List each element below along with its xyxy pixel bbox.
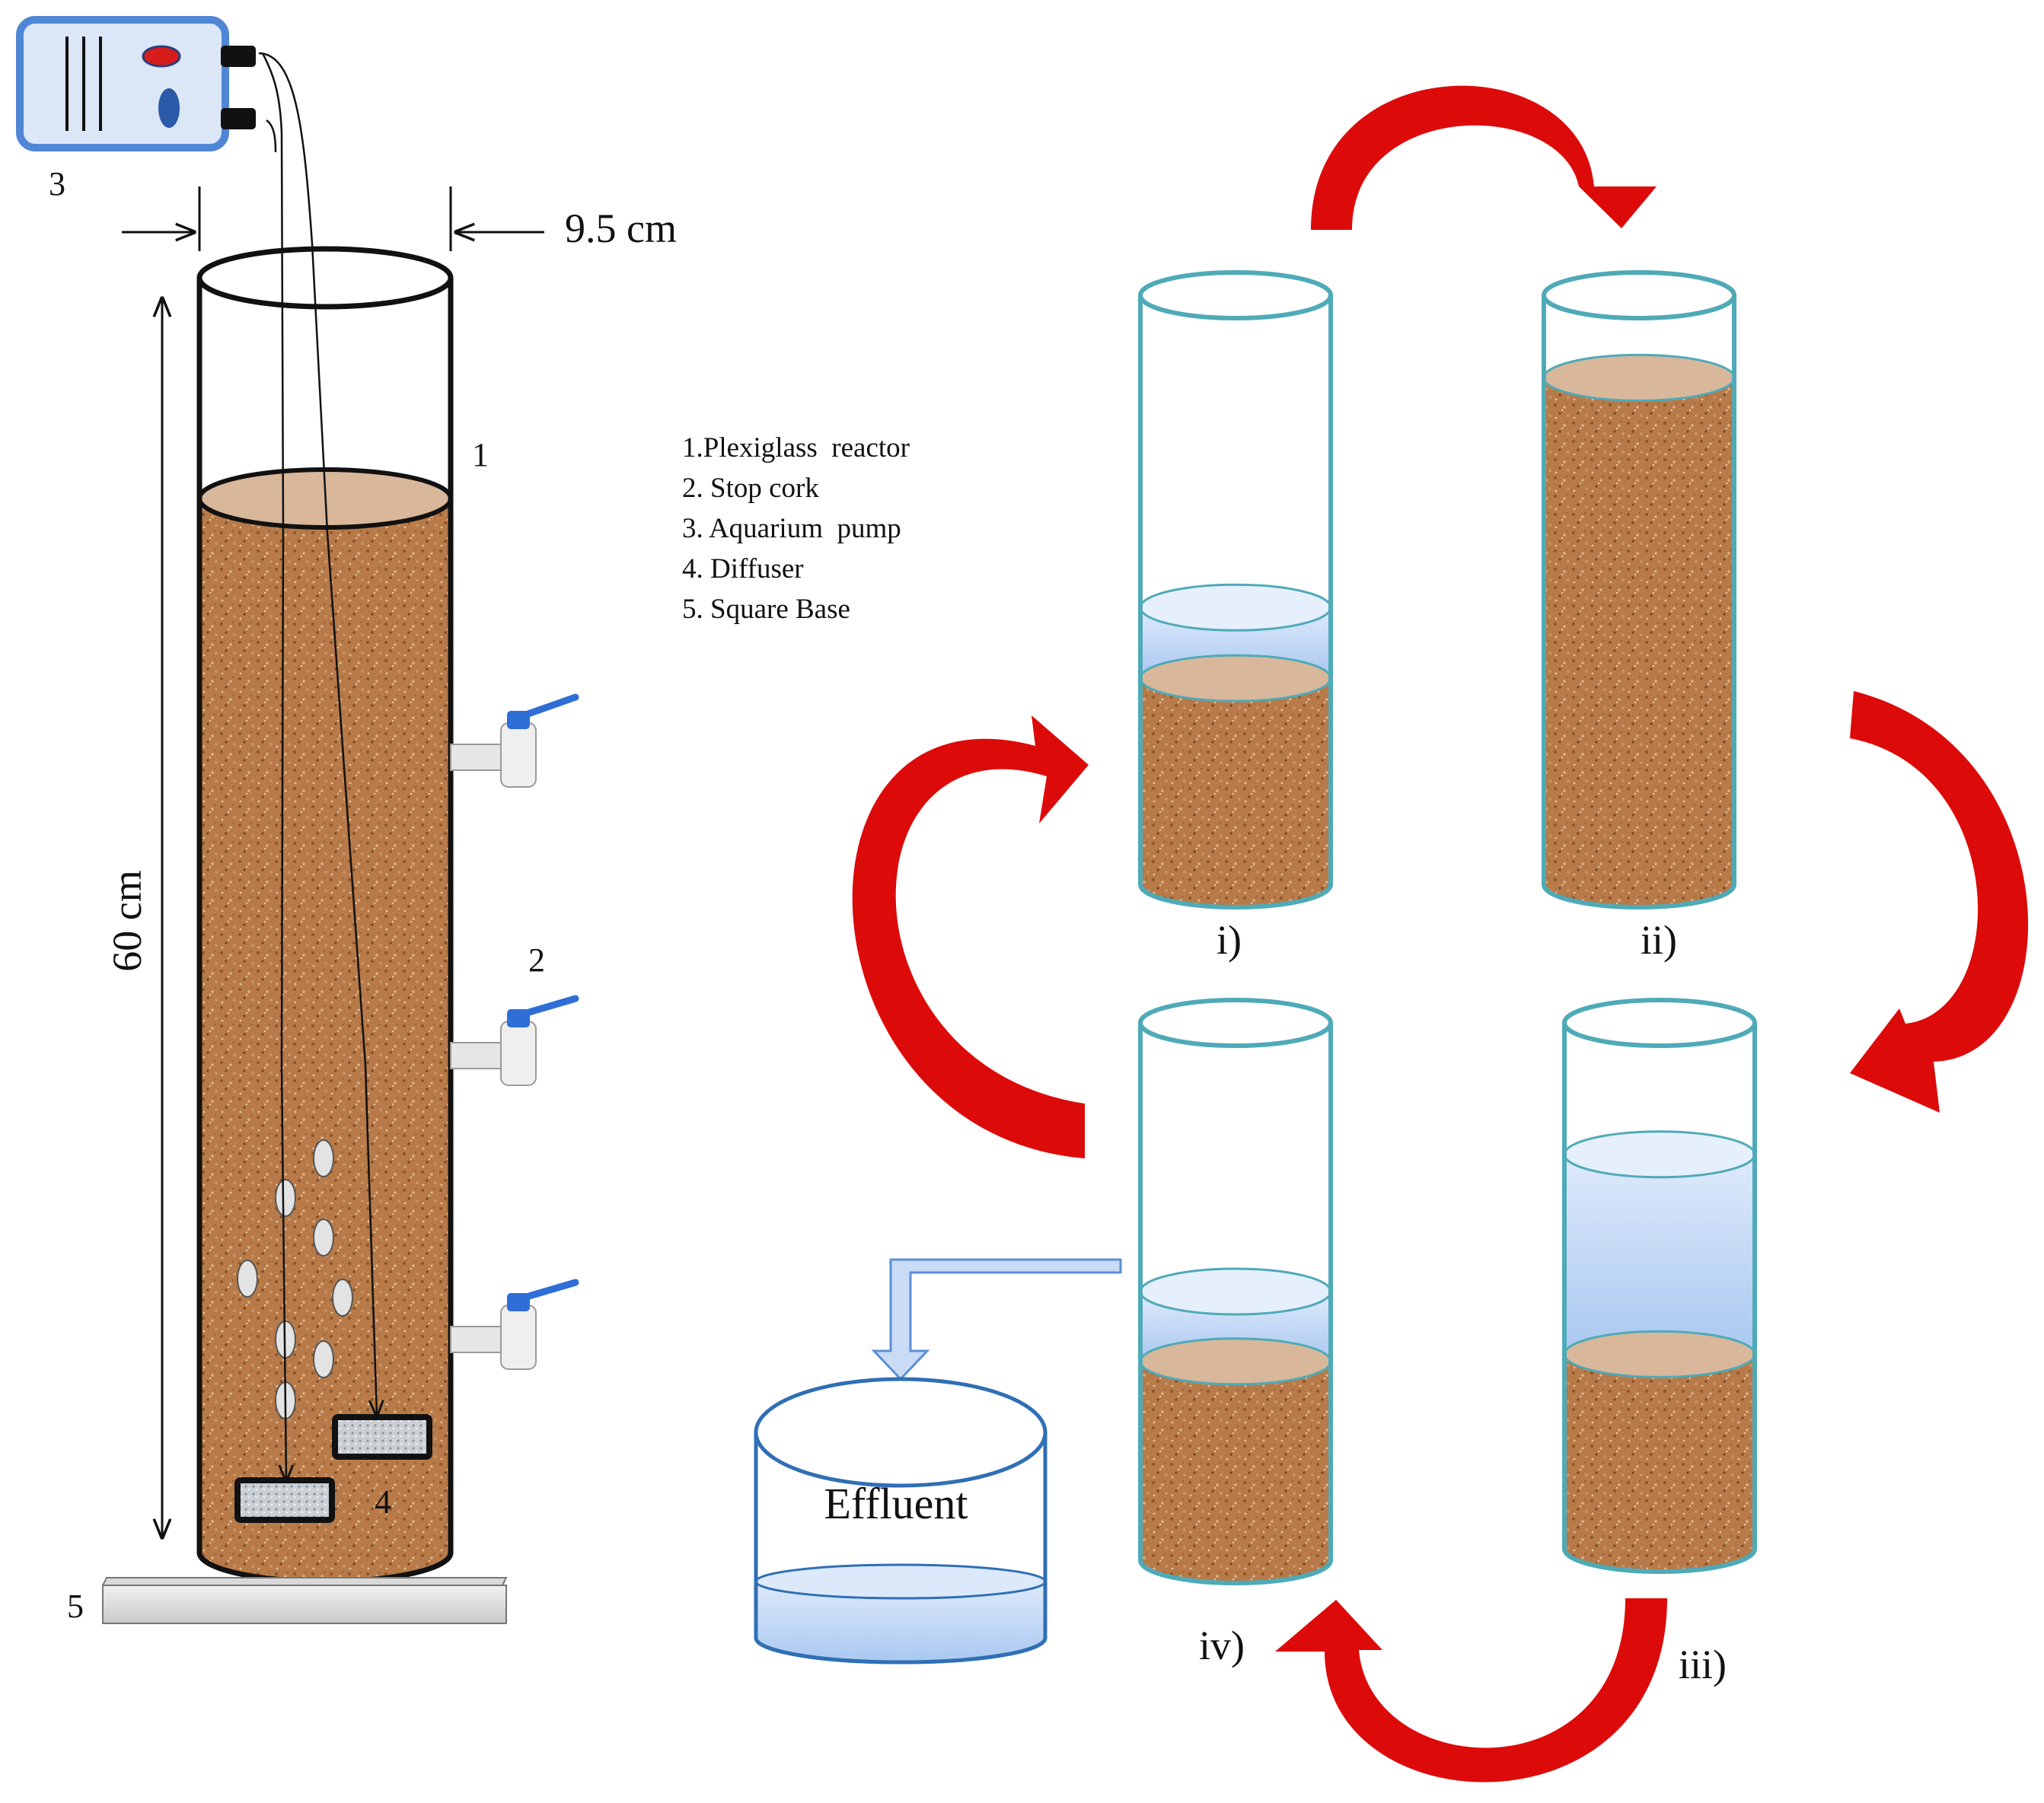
beaker-wall	[1562, 1023, 1757, 1574]
stage-label-i: i)	[1217, 917, 1242, 963]
stage-label-iv: iv)	[1199, 1623, 1245, 1668]
plexiglass-reactor	[196, 246, 454, 1585]
beaker-water-surface	[1563, 1130, 1756, 1179]
beaker-soil	[1544, 377, 1734, 907]
diffuser-stone	[332, 1414, 432, 1460]
legend: 1.Plexiglass reactor 2. Stop cork 3. Aqu…	[682, 432, 910, 625]
air-bubble-icon	[275, 1179, 296, 1217]
legend-item: 5. Square Base	[682, 594, 850, 625]
effluent-tank	[754, 1377, 1048, 1664]
beaker-soil-top	[1542, 353, 1736, 402]
beaker-wall	[1542, 295, 1736, 909]
aquarium-pump-icon	[16, 16, 256, 151]
beaker-soil	[1140, 1361, 1331, 1583]
stage-label-iii: iii)	[1679, 1642, 1727, 1687]
part-number-stop-cork: 2	[528, 941, 545, 979]
diffuser-stone	[234, 1477, 335, 1523]
tap-valve-icon	[450, 995, 579, 1086]
legend-item: 2. Stop cork	[682, 473, 819, 504]
beaker-stage-iv	[1138, 998, 1333, 1585]
cycle-arrow-icon	[1311, 85, 1657, 230]
beaker-soil	[1564, 1354, 1755, 1572]
cycle-arrow-icon	[1850, 691, 2029, 1113]
legend-item: 4. Diffuser	[682, 553, 804, 585]
air-bubble-icon	[332, 1279, 353, 1317]
legend-item: 3. Aquarium pump	[682, 513, 901, 544]
air-bubble-icon	[313, 1340, 334, 1378]
beaker-soil-top	[1563, 1330, 1756, 1378]
part-number-reactor: 1	[472, 436, 489, 473]
beaker-water-surface	[1139, 1267, 1332, 1316]
effluent-label: Effluent	[824, 1479, 968, 1528]
beaker-stage-iii	[1562, 998, 1757, 1574]
beaker-wall	[1138, 295, 1333, 909]
legend-item: 1.Plexiglass reactor	[682, 432, 910, 463]
beaker-soil-top	[1139, 654, 1332, 702]
beaker-soil	[1140, 678, 1331, 907]
square-base	[101, 1577, 508, 1624]
beaker-stage-i	[1138, 270, 1333, 909]
outlet-pipe-icon	[871, 1258, 1122, 1381]
diffusers	[234, 1414, 432, 1523]
beaker-stage-ii	[1542, 270, 1736, 909]
air-bubble-icon	[237, 1260, 258, 1298]
air-bubble-icon	[313, 1218, 334, 1257]
height-dimension-label: 60 cm	[104, 870, 150, 971]
part-number-pump: 3	[49, 165, 65, 202]
beaker-rim	[1138, 998, 1333, 1048]
tap-valve-icon	[450, 1279, 579, 1370]
stop-corks	[450, 693, 579, 1370]
beaker-water-surface	[1139, 583, 1332, 632]
dimension-markers	[122, 186, 544, 1537]
air-tubes	[258, 52, 377, 1480]
reactor-soil	[199, 499, 451, 1582]
beaker-water	[1564, 1154, 1755, 1355]
cycle-arrow-icon	[852, 715, 1089, 1158]
cycle-arrows	[852, 85, 2029, 1782]
reactor-top-rim	[196, 246, 454, 310]
beaker-rim	[1562, 998, 1757, 1048]
air-bubble-icon	[313, 1139, 334, 1177]
part-number-diffuser: 4	[375, 1483, 391, 1521]
beaker-wall	[1138, 1023, 1333, 1585]
beaker-soil-top	[1139, 1337, 1332, 1386]
cycle-arrow-icon	[1275, 1598, 1667, 1782]
tap-valve-icon	[450, 693, 579, 788]
beaker-rim	[1138, 270, 1333, 320]
width-dimension-label: 9.5 cm	[565, 205, 677, 251]
part-number-base: 5	[67, 1588, 84, 1625]
beaker-rim	[1542, 270, 1736, 320]
stage-label-ii: ii)	[1641, 917, 1677, 963]
